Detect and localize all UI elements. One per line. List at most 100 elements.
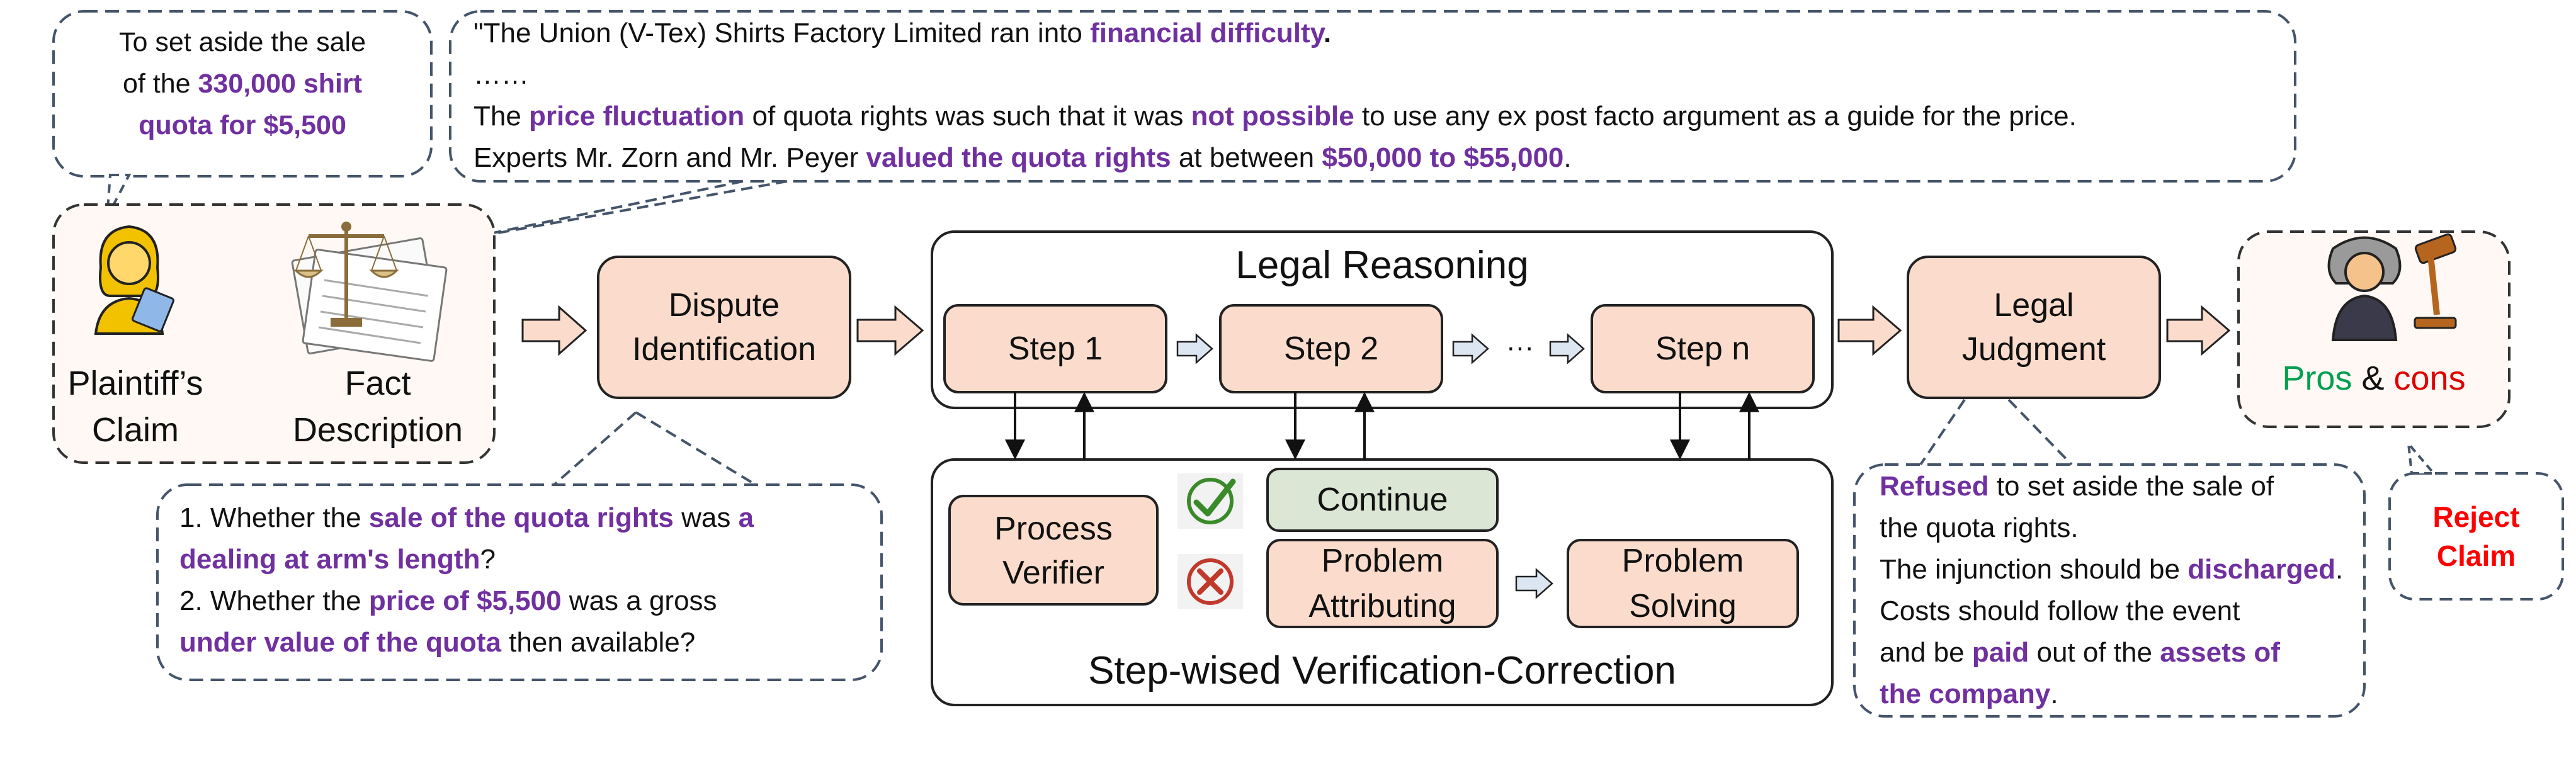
cross-icon — [1177, 554, 1243, 609]
judgment-box-shape — [1907, 256, 2161, 399]
judgment-line-3b: discharged — [2187, 554, 2335, 585]
judgment-label-2: Judgment — [1961, 331, 2106, 368]
plaintiff-label: Plaintiff’s Claim — [54, 360, 217, 453]
fact-callout-text: "The Union (V-Tex) Shirts Factory Limite… — [474, 13, 2077, 179]
dispute-line-2b: ? — [480, 544, 496, 575]
judge-gavel-icon — [2327, 233, 2457, 341]
judgment-line-1b: to set aside the sale of — [1989, 471, 2274, 502]
dispute-line-1a: 1. Whether the — [179, 502, 369, 533]
process-verifier-box: Process Verifier — [950, 507, 1157, 595]
dispute-line-3a: 2. Whether the — [179, 585, 369, 616]
problem-attributing-box: Problem Attributing — [1268, 538, 1497, 629]
plaintiff-label-2: Claim — [91, 411, 179, 449]
fact-callout-shape — [449, 10, 2296, 240]
judgment-line-4: Costs should follow the event — [1880, 595, 2240, 626]
fact-line-1a: "The Union (V-Tex) Shirts Factory Limite… — [474, 18, 1091, 48]
verifier-label-1: Process — [994, 511, 1113, 547]
verifier-box-shape — [948, 495, 1159, 606]
cons-label: cons — [2393, 359, 2466, 397]
arrow-step1-to-step2 — [1176, 333, 1213, 364]
legal-reasoning-title: Legal Reasoning — [1235, 244, 1529, 287]
step2-box-shape — [1219, 304, 1443, 393]
step-1-box: Step 1 — [1007, 330, 1103, 367]
continue-box-shape — [1266, 468, 1499, 532]
dispute-line-1d: a — [738, 502, 754, 533]
dispute-line-3b: price of $5,500 — [368, 585, 562, 616]
judgment-label-1: Legal — [1994, 287, 2074, 324]
dispute-callout-shape — [156, 411, 883, 681]
reject-callout-shape — [2388, 439, 2564, 601]
continue-box: Continue — [1317, 482, 1448, 518]
fact-line-4b: valued the quota rights — [866, 142, 1171, 173]
amp-label: & — [2352, 359, 2394, 397]
fact-line-3a: The — [474, 101, 530, 132]
claim-line-3: quota for $5,500 — [139, 110, 346, 140]
step-n-box: Step n — [1655, 330, 1750, 367]
dispute-line-1c: was — [673, 502, 739, 533]
judgment-line-5c: out of the — [2029, 637, 2160, 668]
judgment-line-6: the company — [1880, 679, 2051, 709]
fact-label-1: Fact — [344, 364, 411, 402]
dispute-label-2: Identification — [632, 331, 816, 368]
vertical-connectors — [1005, 392, 1759, 460]
legal-judgment-box: Legal Judgment — [1908, 283, 2160, 371]
fact-line-4d: $50,000 to $55,000 — [1322, 142, 1564, 173]
pros-cons-label: Pros & cons — [2238, 356, 2509, 400]
judgment-callout-shape — [1853, 398, 2366, 718]
verifier-label-2: Verifier — [1002, 555, 1104, 591]
attributing-label-1: Problem — [1321, 543, 1444, 579]
attributing-box-shape — [1266, 539, 1499, 628]
judgment-line-3a: The injunction should be — [1880, 554, 2188, 585]
solving-label-2: Solving — [1629, 588, 1737, 624]
judgment-line-5a: and be — [1880, 637, 1972, 668]
fact-line-1c: . — [1323, 18, 1332, 48]
dispute-line-1b: sale of the quota rights — [368, 502, 674, 533]
judgment-line-6b: . — [2050, 679, 2058, 709]
fact-line-2: …… — [474, 59, 529, 90]
problem-solving-box: Problem Solving — [1568, 538, 1798, 629]
fact-line-3e: to use any ex post facto argument as a g… — [1354, 101, 2077, 132]
step-2-box: Step 2 — [1283, 330, 1379, 367]
judgment-line-1a: Refused — [1880, 471, 1989, 502]
check-icon — [1177, 473, 1243, 529]
step1-box-shape — [943, 304, 1167, 393]
dispute-line-4a: under value of the quota — [179, 627, 501, 658]
arrow-input-to-dispute — [521, 305, 587, 356]
verification-title: Step-wised Verification-Correction — [1088, 649, 1676, 692]
dispute-label-1: Dispute — [668, 287, 780, 324]
arrow-dispute-to-reasoning — [856, 305, 924, 356]
dispute-line-2a: dealing at arm's length — [179, 544, 480, 575]
fact-line-4e: . — [1563, 142, 1572, 173]
arrow-reasoning-to-judgment — [1837, 305, 1902, 356]
solving-box-shape — [1567, 539, 1799, 628]
fact-label: Fact Description — [277, 360, 479, 453]
fact-line-3d: not possible — [1191, 101, 1354, 132]
attributing-label-2: Attributing — [1308, 588, 1456, 624]
dispute-line-3c: was a gross — [561, 585, 717, 616]
claim-line-2b: 330,000 shirt — [198, 69, 363, 99]
arrow-judgment-to-outcome — [2166, 305, 2231, 356]
judgment-line-2: the quota rights. — [1880, 512, 2079, 543]
dispute-box-shape — [597, 256, 851, 399]
pros-label: Pros — [2282, 359, 2352, 397]
fact-line-3c: of quota rights was such that it was — [744, 101, 1191, 132]
scales-documents-icon — [291, 222, 448, 362]
stepn-box-shape — [1591, 304, 1815, 393]
claim-line-1: To set aside the sale — [118, 27, 366, 57]
fact-line-4a: Experts Mr. Zorn and Mr. Peyer — [474, 142, 866, 173]
judgment-callout-text: Refused to set aside the sale of the quo… — [1880, 466, 2343, 715]
dispute-line-4b: then available? — [501, 627, 696, 658]
reject-line-2: Claim — [2436, 539, 2516, 572]
reject-claim-label: Reject Claim — [2390, 497, 2563, 575]
plaintiff-label-1: Plaintiff’s — [67, 364, 203, 402]
reject-line-1: Reject — [2432, 500, 2520, 533]
fact-label-2: Description — [292, 411, 463, 449]
judgment-line-3c: . — [2335, 554, 2344, 585]
fact-line-4c: at between — [1171, 142, 1322, 173]
claim-line-2a: of the — [122, 69, 198, 99]
arrow-ellipsis-to-stepn — [1549, 333, 1585, 364]
dispute-identification-box: Dispute Identification — [598, 283, 850, 371]
arrow-attributing-to-solving — [1515, 568, 1553, 599]
plaintiff-icon — [94, 225, 174, 335]
